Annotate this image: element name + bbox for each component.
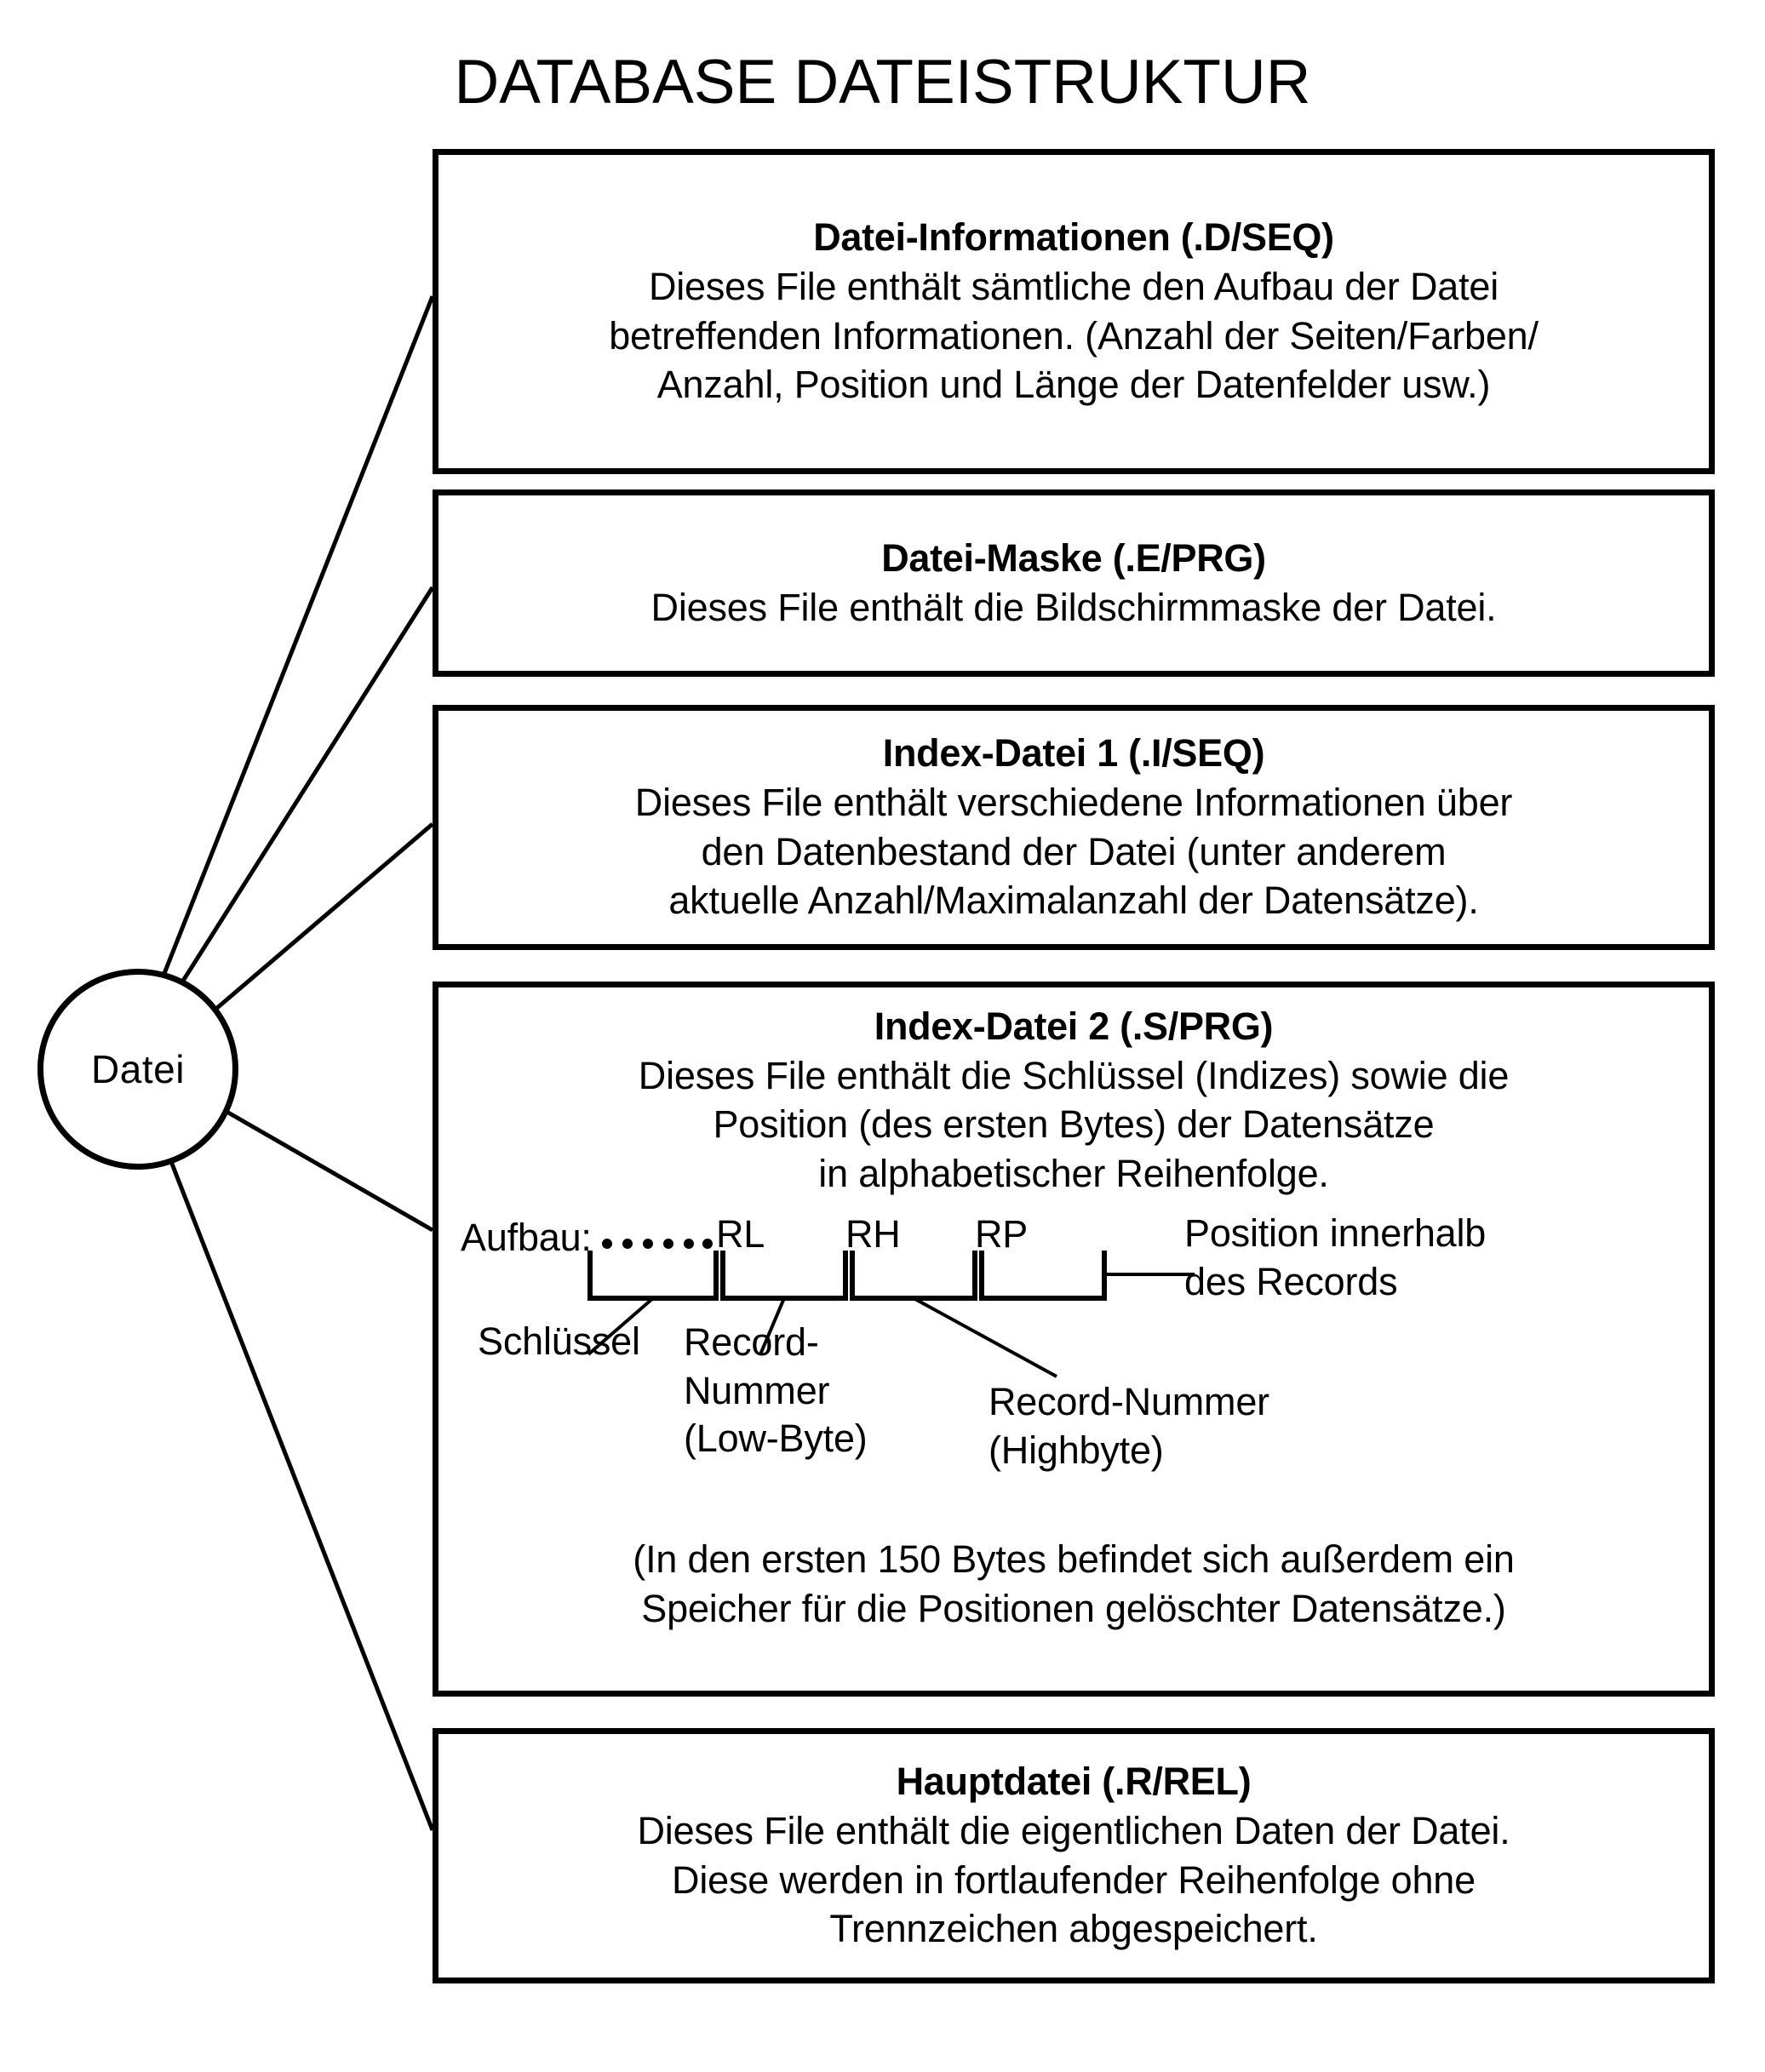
- connector-to-datei-maske: [176, 586, 435, 989]
- connector-to-index-datei-1: [209, 822, 434, 1015]
- box-body: Dieses File enthält die Schlüssel (Indiz…: [638, 1051, 1510, 1199]
- box-hauptdatei[interactable]: Hauptdatei (.R/REL) Dieses File enthält …: [433, 1728, 1715, 1983]
- body-line: Dieses File enthält verschiedene Informa…: [634, 780, 1513, 824]
- root-node-label: Datei: [91, 1047, 185, 1091]
- box-body: Dieses File enthält die Bildschirmmaske …: [651, 583, 1497, 632]
- body-line: Position (des ersten Bytes) der Datensät…: [713, 1102, 1435, 1147]
- body-line: Dieses File enthält sämtliche den Aufbau…: [648, 264, 1499, 308]
- annotation-line: Record-: [684, 1320, 819, 1365]
- body-line: Dieses File enthält die Bildschirmmaske …: [650, 585, 1497, 629]
- annotation-record-high-byte: Record-Nummer (Highbyte): [989, 1378, 1269, 1474]
- body-line: Trennzeichen abgespeichert.: [829, 1907, 1318, 1951]
- segment-label-rl: RL: [716, 1212, 765, 1256]
- annotation-line: (Low-Byte): [684, 1416, 868, 1460]
- box-title: Datei-Informationen (.D/SEQ): [813, 215, 1334, 260]
- annotation-line: Position innerhalb: [1184, 1211, 1487, 1256]
- leader-record-low: [759, 1297, 786, 1356]
- body-line: betreffenden Informationen. (Anzahl der …: [609, 313, 1539, 358]
- box-datei-informationen[interactable]: Datei-Informationen (.D/SEQ) Dieses File…: [433, 149, 1715, 474]
- root-node-datei[interactable]: Datei: [37, 969, 238, 1170]
- tail-line: (In den ersten 150 Bytes befindet sich a…: [633, 1537, 1515, 1582]
- annotation-schluessel: Schlüssel: [478, 1319, 640, 1364]
- connector-to-datei-informationen: [161, 295, 435, 976]
- segment-label-rh: RH: [845, 1212, 901, 1256]
- page-title: DATABASE DATEISTRUKTUR: [454, 48, 1311, 117]
- body-line: Dieses File enthält die eigentlichen Dat…: [637, 1808, 1510, 1852]
- body-line: Anzahl, Position und Länge der Datenfeld…: [656, 363, 1491, 407]
- bracket-rl-segment: [720, 1251, 848, 1302]
- body-line: den Datenbestand der Datei (unter andere…: [701, 829, 1447, 873]
- leader-key: [587, 1296, 655, 1356]
- annotation-line: (Highbyte): [989, 1428, 1164, 1472]
- box-title: Index-Datei 2 (.S/PRG): [874, 1005, 1274, 1048]
- box-title: Hauptdatei (.R/REL): [896, 1760, 1252, 1804]
- body-line: Diese werden in fortlaufender Reihenfolg…: [672, 1857, 1476, 1902]
- bracket-key-segment: [587, 1251, 719, 1302]
- annotation-line: Record-Nummer: [989, 1380, 1269, 1424]
- annotation-line: Nummer: [684, 1368, 830, 1412]
- record-layout-brackets: [587, 1239, 1195, 1379]
- connector-to-index-datei-2: [216, 1104, 434, 1233]
- box-index-datei-2[interactable]: Index-Datei 2 (.S/PRG) Dieses File enthä…: [433, 982, 1715, 1697]
- bracket-rh-segment: [850, 1251, 977, 1302]
- tail-line: Speicher für die Positionen gelöschter D…: [641, 1587, 1506, 1631]
- annotation-line: des Records: [1184, 1259, 1398, 1303]
- annotation-position: Position innerhalb des Records: [1184, 1210, 1486, 1306]
- box-body: Dieses File enthält verschiedene Informa…: [634, 778, 1513, 925]
- box-tail-note: (In den ersten 150 Bytes befindet sich a…: [633, 1535, 1515, 1633]
- body-line: aktuelle Anzahl/Maximalanzahl der Datens…: [668, 879, 1479, 923]
- box-index-datei-1[interactable]: Index-Datei 1 (.I/SEQ) Dieses File enthä…: [433, 705, 1715, 950]
- box-body: Dieses File enthält die eigentlichen Dat…: [638, 1806, 1510, 1954]
- box-title: Index-Datei 1 (.I/SEQ): [882, 731, 1265, 776]
- aufbau-caption: Aufbau:: [461, 1216, 592, 1260]
- box-datei-maske[interactable]: Datei-Maske (.E/PRG) Dieses File enthält…: [433, 489, 1715, 677]
- record-layout-figure: Aufbau: RL RH RP Position innerhalb des …: [461, 1210, 1687, 1516]
- key-dots: [602, 1239, 713, 1250]
- box-title: Datei-Maske (.E/PRG): [881, 535, 1266, 580]
- connector-to-hauptdatei: [168, 1159, 435, 1831]
- annotation-record-low-byte: Record- Nummer (Low-Byte): [684, 1319, 868, 1462]
- box-body: Dieses File enthält sämtliche den Aufbau…: [609, 262, 1539, 409]
- leader-record-high: [913, 1296, 1057, 1379]
- body-line: Dieses File enthält die Schlüssel (Indiz…: [638, 1053, 1510, 1097]
- bracket-rp-segment: [979, 1251, 1107, 1302]
- body-line: in alphabetischer Reihenfolge.: [818, 1151, 1329, 1195]
- segment-label-rp: RP: [975, 1212, 1029, 1256]
